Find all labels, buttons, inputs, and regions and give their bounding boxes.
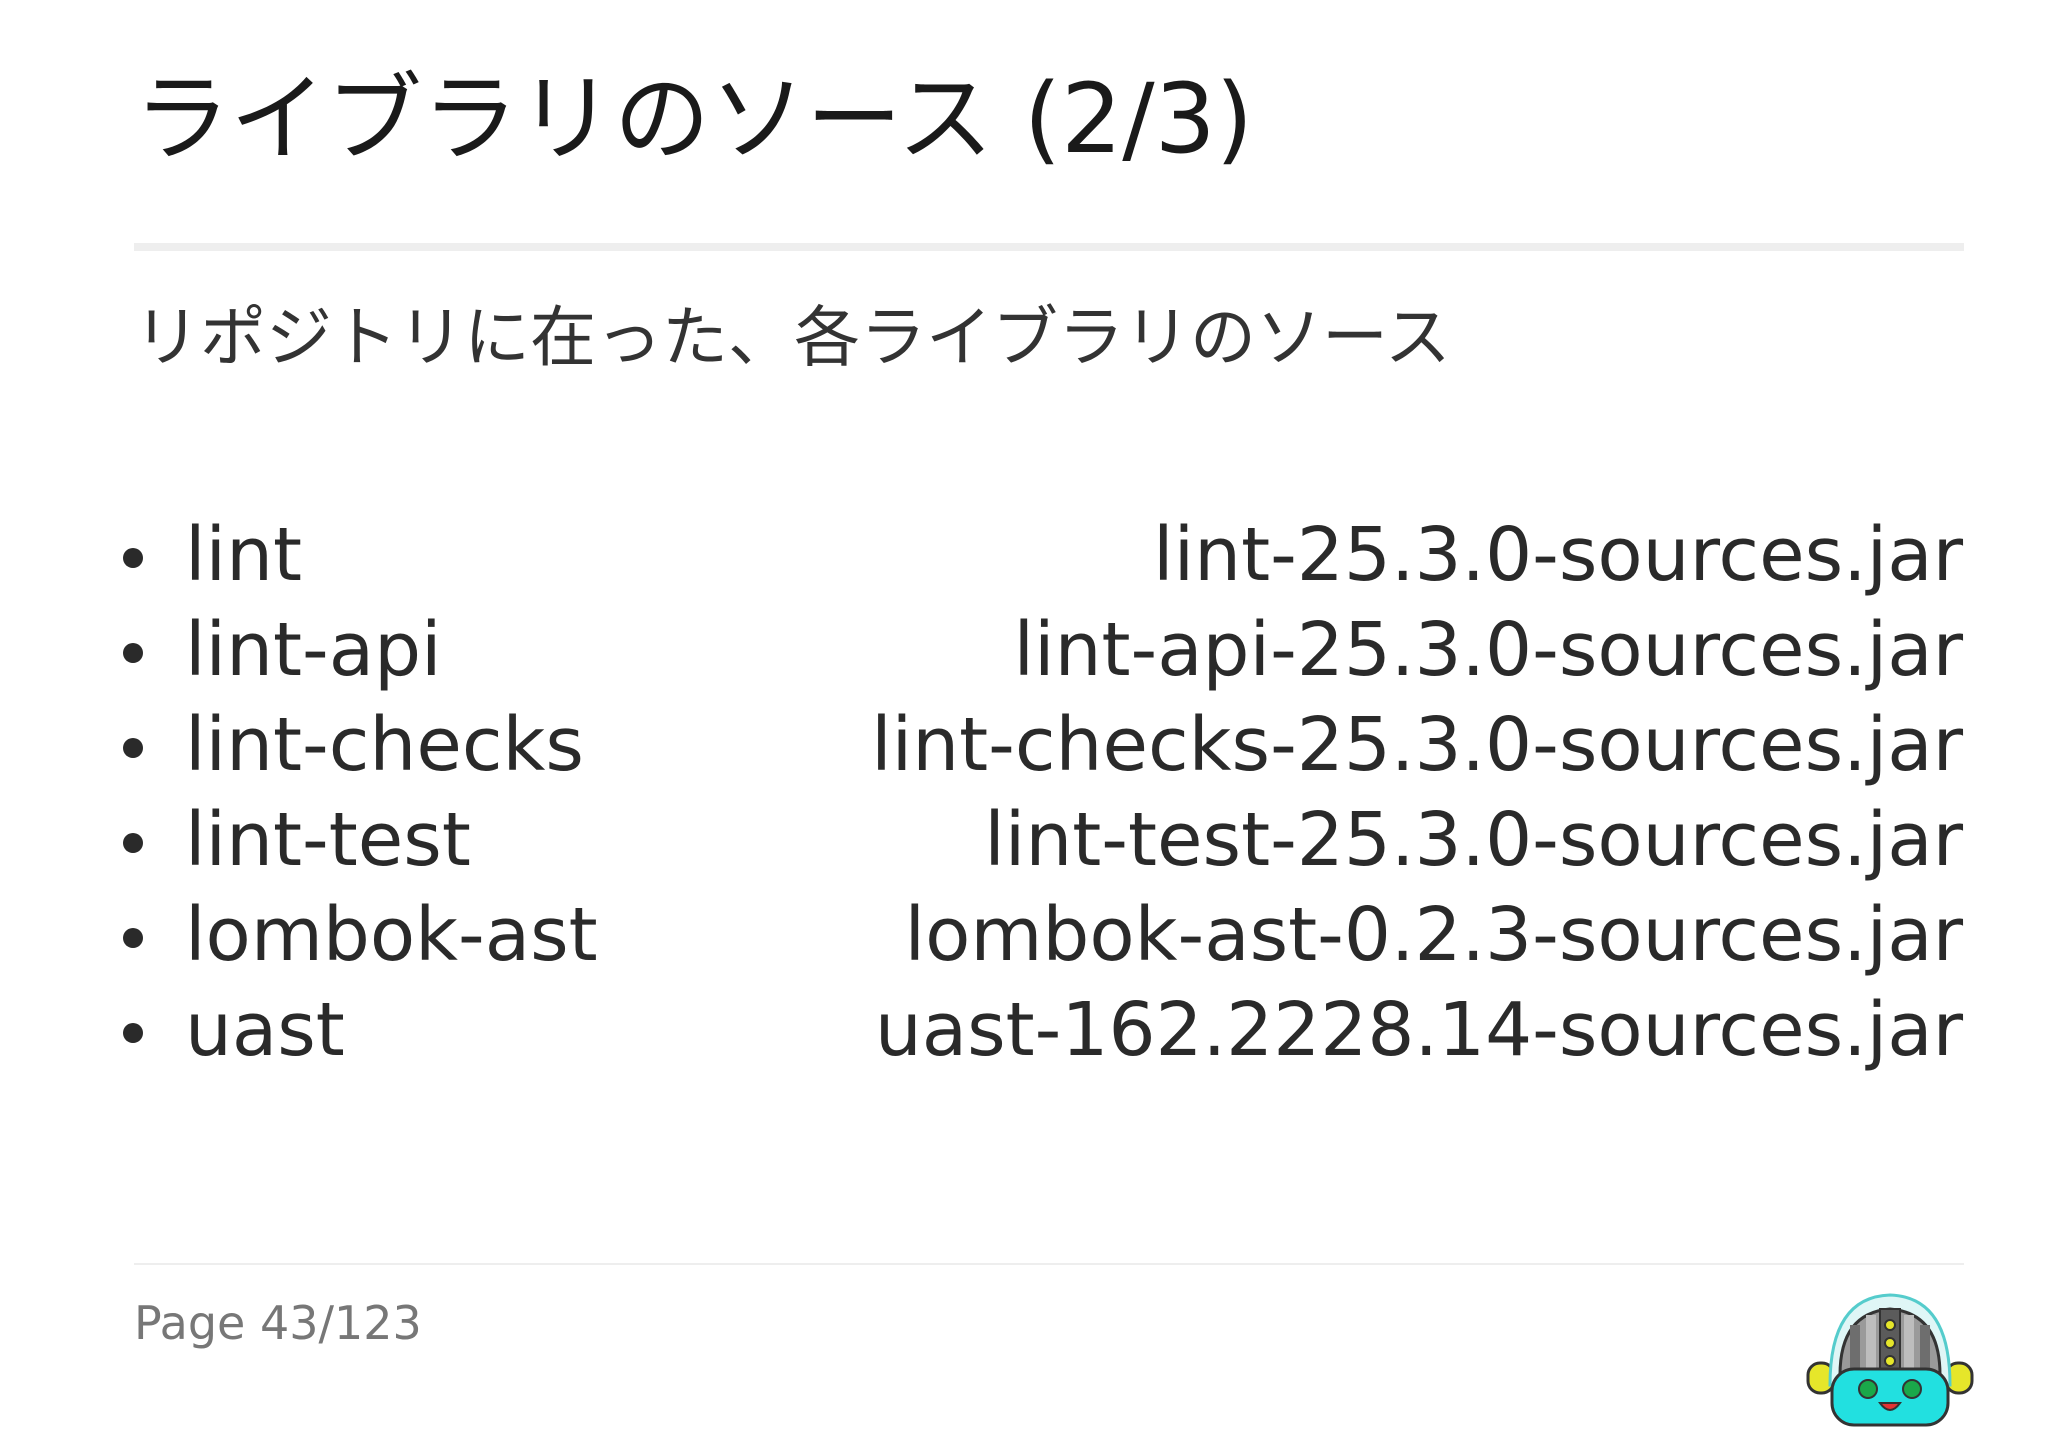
bullet-icon [123, 548, 143, 568]
library-name: lint-api [185, 607, 442, 693]
list-item: lint-test lint-test-25.3.0-sources.jar [115, 793, 1963, 888]
library-source-file: lint-checks-25.3.0-sources.jar [871, 702, 1963, 788]
library-source-file: uast-162.2228.14-sources.jar [874, 987, 1963, 1073]
bullet-icon [123, 1023, 143, 1043]
bullet-icon [123, 643, 143, 663]
footer-divider [134, 1263, 1964, 1265]
bullet-icon [123, 738, 143, 758]
library-source-file: lint-test-25.3.0-sources.jar [984, 797, 1963, 883]
list-item: lint lint-25.3.0-sources.jar [115, 508, 1963, 603]
library-name: lint [185, 512, 303, 598]
bullet-icon [123, 928, 143, 948]
library-name: lombok-ast [185, 892, 598, 978]
page-number: Page 43/123 [134, 1296, 422, 1350]
slide-title: ライブラリのソース (2/3) [134, 63, 1254, 175]
slide-subtitle: リポジトリに在った、各ライブラリのソース [134, 299, 1451, 376]
library-name: lint-checks [185, 702, 584, 788]
list-item: lint-checks lint-checks-25.3.0-sources.j… [115, 698, 1963, 793]
list-item: uast uast-162.2228.14-sources.jar [115, 983, 1963, 1078]
list-item: lombok-ast lombok-ast-0.2.3-sources.jar [115, 888, 1963, 983]
library-name: uast [185, 987, 345, 1073]
robot-mascot-icon [1806, 1293, 1974, 1427]
library-name: lint-test [185, 797, 471, 883]
library-source-file: lint-api-25.3.0-sources.jar [1013, 607, 1963, 693]
title-divider [134, 243, 1964, 251]
library-source-file: lombok-ast-0.2.3-sources.jar [904, 892, 1963, 978]
library-list: lint lint-25.3.0-sources.jar lint-api li… [115, 508, 1963, 1078]
list-item: lint-api lint-api-25.3.0-sources.jar [115, 603, 1963, 698]
library-source-file: lint-25.3.0-sources.jar [1153, 512, 1963, 598]
bullet-icon [123, 833, 143, 853]
